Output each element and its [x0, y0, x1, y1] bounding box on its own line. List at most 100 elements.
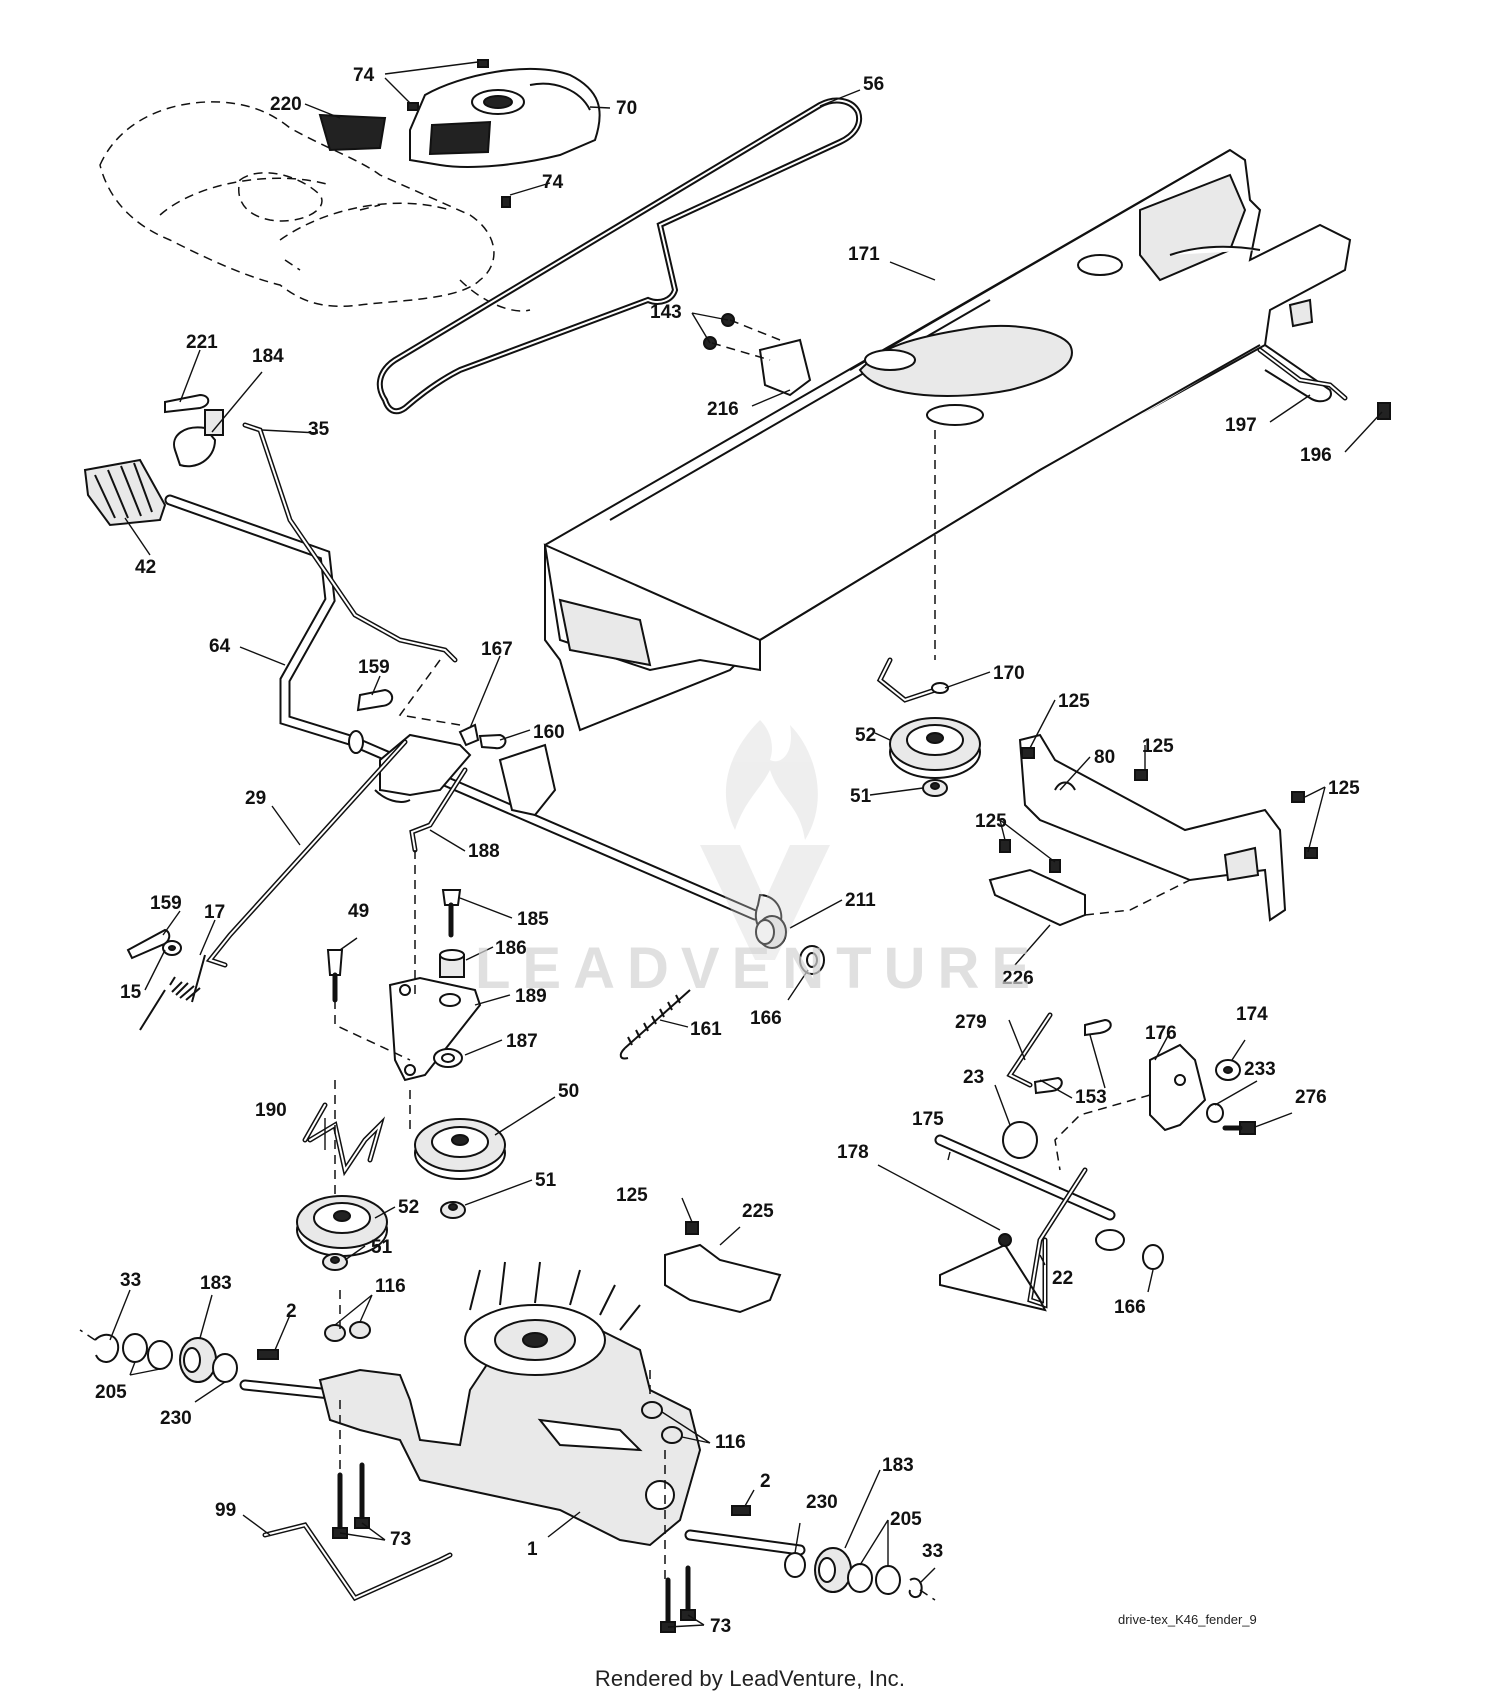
- callout: 51: [850, 786, 872, 807]
- clips-153: [1033, 1018, 1112, 1095]
- callout: 183: [200, 1273, 232, 1294]
- washer-166-right: [1142, 1244, 1164, 1270]
- callout: 175: [912, 1109, 944, 1130]
- bolt-185: [441, 889, 462, 938]
- callout: 116: [715, 1432, 746, 1453]
- pedal-shaft-64: [164, 494, 783, 937]
- bracket-226: [988, 868, 1191, 927]
- lever-22: [934, 1134, 1125, 1312]
- washer-174: [1215, 1059, 1241, 1081]
- callout: 116: [375, 1276, 406, 1297]
- frame: [543, 148, 1352, 732]
- callout: 23: [963, 1067, 984, 1088]
- callout: 15: [120, 982, 142, 1003]
- bracket-216: [703, 313, 812, 397]
- callout: 73: [390, 1529, 411, 1550]
- rod-99: [262, 1522, 453, 1602]
- bracket-225: [664, 1221, 782, 1314]
- axle-parts-right: [731, 1505, 923, 1599]
- callout: 42: [135, 557, 156, 578]
- nut-51-right: [922, 779, 948, 797]
- callout: 35: [308, 419, 330, 440]
- knob-184: [173, 409, 224, 468]
- spring-190: [302, 1102, 386, 1177]
- spacer-186: [439, 949, 465, 978]
- washer-233: [1206, 1103, 1224, 1123]
- clip-167: [458, 723, 480, 747]
- callout: 230: [806, 1492, 838, 1513]
- pulley-52-right: [889, 717, 981, 779]
- spring-161: [619, 989, 691, 1060]
- callout: 174: [1236, 1004, 1268, 1025]
- callout: 178: [837, 1142, 869, 1163]
- bracket-80: [1018, 733, 1287, 922]
- callout: 125: [616, 1185, 648, 1206]
- callout: 188: [468, 841, 500, 862]
- callout: 74: [353, 65, 375, 86]
- drawing-id: drive-tex_K46_fender_9: [1118, 1612, 1257, 1627]
- nut-51-left: [322, 1253, 348, 1271]
- callout: 56: [863, 74, 884, 95]
- callout: 125: [975, 811, 1007, 832]
- callout: 161: [690, 1019, 722, 1040]
- callout: 221: [186, 332, 218, 353]
- washer-187: [433, 1048, 463, 1068]
- callout: 166: [1114, 1297, 1146, 1318]
- callout: 205: [890, 1509, 922, 1530]
- bolt-49: [326, 949, 344, 1003]
- clip-221: [164, 393, 210, 414]
- footer-credit: Rendered by LeadVenture, Inc.: [594, 1666, 906, 1691]
- callout: 233: [1244, 1059, 1276, 1080]
- callout: 230: [160, 1408, 192, 1429]
- rod-29: [205, 739, 408, 968]
- callout: 225: [742, 1201, 774, 1222]
- callout: 51: [535, 1170, 557, 1191]
- rod-197: [1257, 347, 1391, 420]
- callout: 176: [1145, 1023, 1177, 1044]
- callout: 153: [1075, 1087, 1107, 1108]
- bracket-176: [1149, 1043, 1207, 1132]
- leader-lines: [109, 61, 1383, 1628]
- callout: 220: [270, 94, 302, 115]
- callout: 125: [1058, 691, 1090, 712]
- callout: 125: [1328, 778, 1360, 799]
- callout: 70: [616, 98, 637, 119]
- callout: 74: [542, 172, 564, 193]
- bolt-276: [1222, 1121, 1256, 1135]
- callout: 33: [120, 1270, 141, 1291]
- callout: 29: [245, 788, 266, 809]
- callout: 187: [506, 1031, 538, 1052]
- callout: 186: [495, 938, 527, 959]
- callout: 1: [527, 1539, 538, 1560]
- clip-160: [478, 733, 507, 750]
- rod-35: [242, 422, 458, 663]
- callout: 160: [533, 722, 565, 743]
- pulley-52-left: [296, 1195, 388, 1257]
- callout: 205: [95, 1382, 127, 1403]
- nut-51-mid: [440, 1201, 466, 1219]
- pulley-50: [414, 1118, 506, 1180]
- callout: 276: [1295, 1087, 1327, 1108]
- callout: 50: [558, 1081, 579, 1102]
- spring-17: [139, 954, 206, 1031]
- callout: 167: [481, 639, 513, 660]
- callout: 196: [1300, 445, 1332, 466]
- callout: 22: [1052, 1268, 1073, 1289]
- drive-belt-56: [376, 97, 862, 415]
- callout-labels: 74 70 220 74 56 171 143 216 197 196 221 …: [95, 65, 1360, 1637]
- spring-170-pulley: [876, 657, 949, 703]
- callout: 52: [398, 1197, 419, 1218]
- transaxle-1: [239, 1261, 806, 1556]
- callout: 211: [845, 890, 876, 911]
- ring-23: [1002, 1121, 1038, 1159]
- callout: 189: [515, 986, 547, 1007]
- brake-arm: [374, 733, 472, 803]
- bushing-211: [755, 915, 787, 949]
- callout: 99: [215, 1500, 236, 1521]
- callout: 49: [348, 901, 369, 922]
- washer-15: [162, 940, 182, 956]
- callout: 183: [882, 1455, 914, 1476]
- callout: 279: [955, 1012, 987, 1033]
- rod-188: [409, 767, 468, 853]
